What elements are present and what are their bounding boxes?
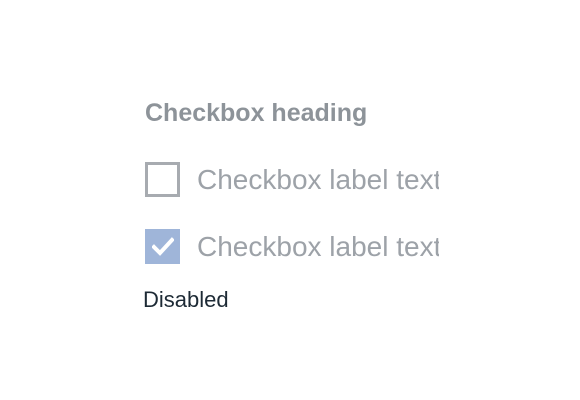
checkbox-label-clip: Checkbox label text (197, 162, 439, 198)
checkbox-checked[interactable] (145, 229, 180, 264)
checkbox-label-clip: Checkbox label text (197, 229, 439, 265)
disabled-helper-text: Disabled (143, 287, 229, 312)
checkbox-unchecked[interactable] (145, 162, 180, 197)
checkbox-item-2[interactable]: Checkbox label text (145, 229, 445, 269)
checkbox-label: Checkbox label text (197, 164, 439, 195)
checkbox-label: Checkbox label text (197, 231, 439, 262)
checkmark-icon (152, 237, 174, 256)
checkbox-item-1[interactable]: Checkbox label text (145, 162, 445, 202)
checkbox-heading: Checkbox heading (145, 99, 368, 127)
